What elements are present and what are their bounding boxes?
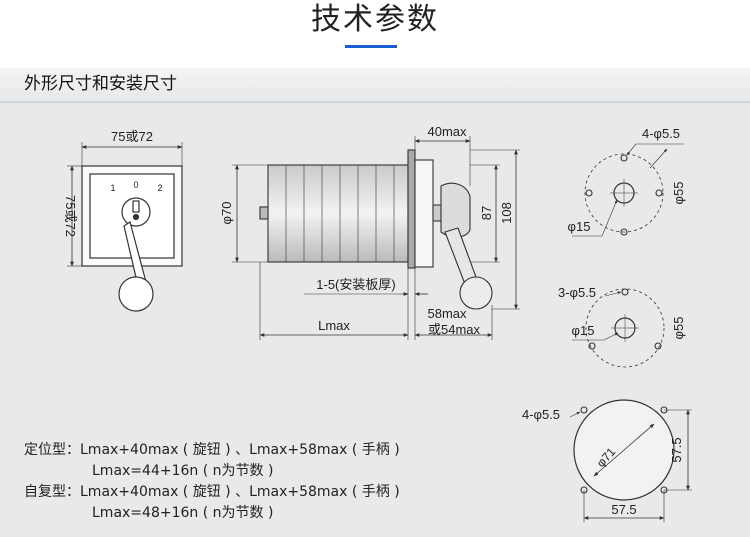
cutout-3-height-label: 57.5 (669, 437, 684, 462)
cutout-1-diameter-label: φ55 (671, 182, 686, 205)
side-handle-ball (459, 276, 493, 310)
side-bottom-label-2: 或54max (428, 322, 481, 337)
cutout-2-diameter-label: φ55 (671, 317, 686, 340)
note-row-4: Lmax=48+16n ( n为节数 ) (92, 505, 274, 521)
front-width-label: 75或72 (111, 129, 153, 144)
position-label-2: 2 (157, 183, 162, 193)
side-view (232, 136, 520, 340)
position-label-1: 1 (110, 183, 115, 193)
handle-ball (118, 276, 154, 312)
cutout-2-center-label: φ15 (572, 323, 595, 338)
section-title: 外形尺寸和安装尺寸 (24, 74, 177, 94)
note-row-3-prefix: 自复型： (24, 484, 80, 500)
cutout-3 (569, 399, 692, 522)
switch-body (267, 164, 409, 263)
knob-center (132, 213, 140, 221)
note-row-3-text: Lmax+40max ( 旋钮 ) 、Lmax+58max ( 手柄 ) (80, 484, 400, 500)
cutout-1-holes-label: 4-φ5.5 (642, 126, 680, 141)
side-bottom-label-1: 58max (427, 306, 467, 321)
side-top-label: 40max (427, 124, 467, 139)
front-view (67, 142, 183, 312)
section-header: 外形尺寸和安装尺寸 (0, 68, 750, 103)
title-underline (345, 45, 397, 48)
front-height-label: 75或72 (63, 195, 78, 237)
note-row-3: 自复型：Lmax+40max ( 旋钮 ) 、Lmax+58max ( 手柄 ) (24, 482, 400, 503)
note-row-2: Lmax=44+16n ( n为节数 ) (92, 463, 274, 479)
cutout-1-center-label: φ15 (568, 219, 591, 234)
cutout-2 (572, 288, 665, 368)
knob-pointer (132, 200, 140, 213)
front-bezel (414, 159, 434, 268)
cutout-3-width-label: 57.5 (611, 502, 636, 517)
cutout-2-holes-label: 3-φ5.5 (558, 285, 596, 300)
mounting-plate (407, 149, 416, 269)
position-label-0: 0 (133, 180, 138, 190)
terminal-screw (259, 206, 269, 220)
page-title: 技术参数 (311, 2, 439, 37)
cutout-1 (572, 143, 684, 237)
side-diameter-label: φ70 (219, 202, 234, 225)
plate-thickness-label: 1-5(安装板厚) (316, 277, 395, 292)
notes-block: 定位型：Lmax+40max ( 旋钮 ) 、Lmax+58max ( 手柄 )… (24, 440, 400, 524)
side-height-87-label: 87 (479, 206, 494, 220)
side-height-108-label: 108 (499, 202, 514, 224)
note-row-1: 定位型：Lmax+40max ( 旋钮 ) 、Lmax+58max ( 手柄 ) (24, 440, 400, 461)
lmax-label: Lmax (318, 318, 350, 333)
note-row-1-prefix: 定位型： (24, 442, 80, 458)
note-row-1-text: Lmax+40max ( 旋钮 ) 、Lmax+58max ( 手柄 ) (80, 442, 400, 458)
cutout-3-holes-label: 4-φ5.5 (522, 407, 560, 422)
